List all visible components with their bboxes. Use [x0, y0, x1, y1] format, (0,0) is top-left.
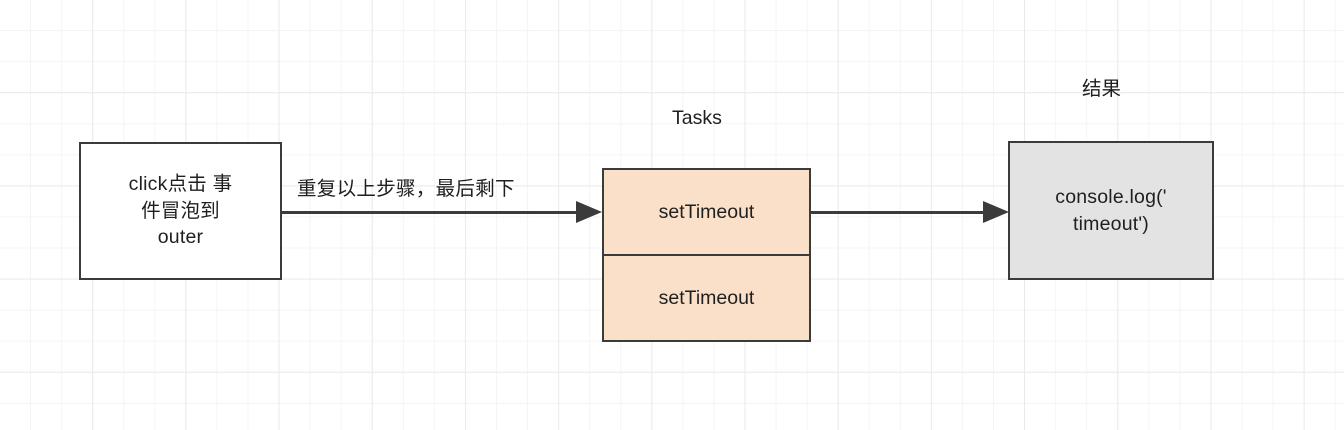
task-cell-0-label: setTimeout — [658, 200, 755, 223]
task-cell-0[interactable]: setTimeout — [604, 170, 809, 254]
edge-tasks-to-result-line — [811, 211, 984, 214]
tasks-title-label: Tasks — [672, 107, 722, 129]
result-title-label: 结果 — [1082, 78, 1122, 100]
task-cell-1[interactable]: setTimeout — [604, 254, 809, 340]
edge-tasks-to-result-arrowhead-icon — [983, 201, 1009, 223]
node-result-console-log[interactable]: console.log(' timeout') — [1008, 141, 1214, 280]
node-tasks-queue[interactable]: setTimeout setTimeout — [602, 168, 811, 342]
edge-click-to-tasks-arrowhead-icon — [576, 201, 602, 223]
node-click-event[interactable]: click点击 事 件冒泡到 outer — [79, 142, 282, 280]
edge-click-to-tasks-label: 重复以上步骤，最后剩下 — [297, 178, 515, 200]
task-cell-1-label: setTimeout — [658, 286, 755, 309]
node-result-console-log-label: console.log(' timeout') — [1055, 185, 1167, 235]
node-click-event-label: click点击 事 件冒泡到 outer — [128, 172, 233, 249]
edge-click-to-tasks-line — [282, 211, 577, 214]
